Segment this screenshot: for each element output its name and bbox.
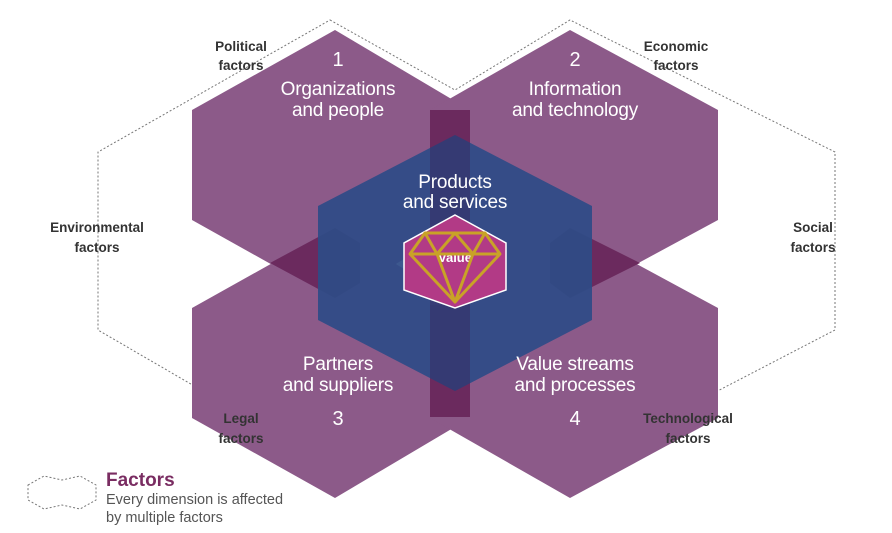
value-label: Value [438,250,472,265]
center-title-line2: and services [403,192,507,213]
technological-factors-line2: factors [665,431,710,446]
technological-factors-line1: Technological [643,411,733,426]
dimension-2-number: 2 [569,49,580,71]
diamond-icon [408,231,502,304]
social-factors-line2: factors [790,240,835,255]
dimension-4-title-line2: and processes [515,375,636,396]
economic-factors-line2: factors [653,58,698,73]
dimension-3-title-line1: Partners [303,354,373,375]
political-factors-line1: Political [215,39,267,54]
dimension-3-title-line2: and suppliers [283,375,393,396]
dimension-2-title-line2: and technology [512,100,639,121]
dimension-3-number: 3 [332,408,343,430]
environmental-factors-line1: Environmental [50,220,144,235]
dimension-1-title-line2: and people [292,100,384,121]
dimension-4-title-line1: Value streams [516,354,633,375]
environmental-factors-line2: factors [74,240,119,255]
legend-title: Factors [106,470,175,491]
legend-desc-line1: Every dimension is affected [106,492,283,508]
legend-dashed-hex-icon [27,475,97,510]
legal-factors-line2: factors [218,431,263,446]
dimension-2-title-line1: Information [529,79,622,100]
dimension-4-number: 4 [569,408,580,430]
political-factors-line2: factors [218,58,263,73]
social-factors-line1: Social [793,220,833,235]
dimension-1-title-line1: Organizations [281,79,396,100]
legend-desc-line2: by multiple factors [106,510,223,526]
legal-factors-line1: Legal [223,411,258,426]
dimension-1-number: 1 [332,49,343,71]
center-title-line1: Products [418,172,491,193]
economic-factors-line1: Economic [644,39,709,54]
